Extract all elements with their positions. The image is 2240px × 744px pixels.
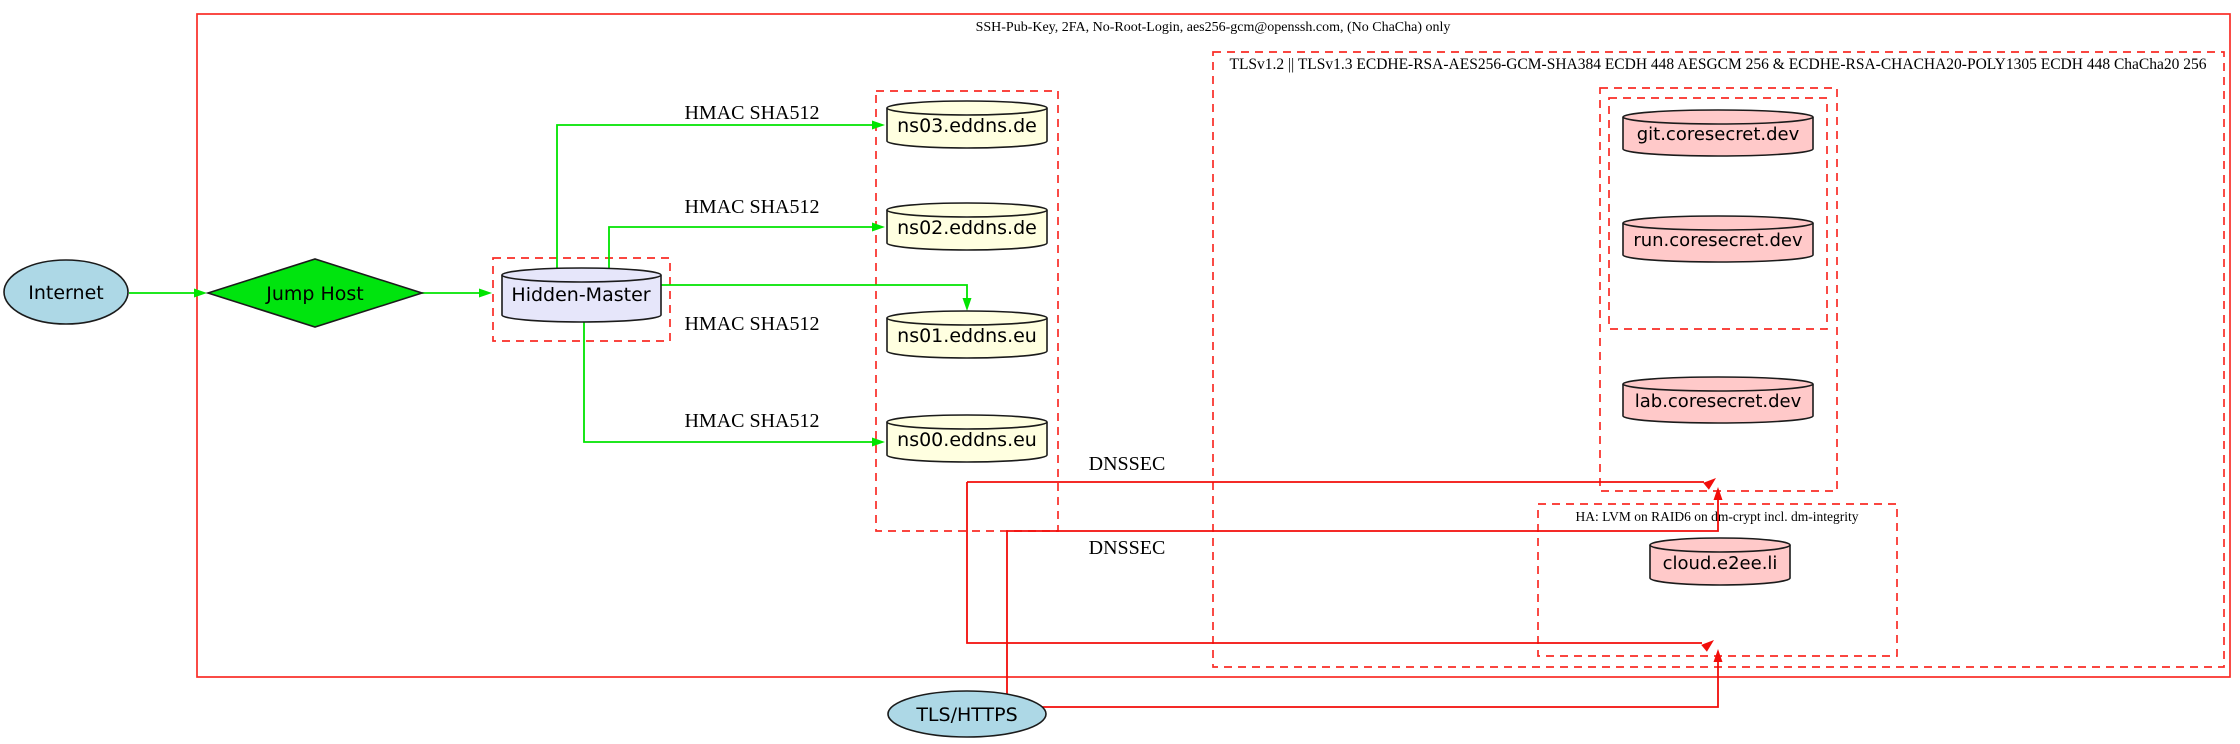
edge-internet-jumphost xyxy=(129,288,207,298)
arrowhead-right-icon xyxy=(479,288,492,298)
edge-tlshttps-ha-cluster xyxy=(1042,649,1723,708)
dnssec-label-1: DNSSEC xyxy=(1089,453,1166,475)
cloud-node-label: cloud.e2ee.li xyxy=(1663,553,1778,574)
internet-node: Internet xyxy=(3,259,129,325)
arrowhead-upright-icon xyxy=(1701,640,1714,652)
ns03-node-label: ns03.eddns.de xyxy=(897,115,1037,137)
ns02-node-label: ns02.eddns.de xyxy=(897,217,1037,239)
git-node: git.coresecret.dev xyxy=(1622,109,1814,157)
hmac-label-1: HMAC SHA512 xyxy=(684,102,819,124)
git-node-label: git.coresecret.dev xyxy=(1637,124,1800,145)
tls-https-node-label: TLS/HTTPS xyxy=(915,704,1017,726)
tls-cluster-label: TLSv1.2 || TLSv1.3 ECDHE-RSA-AES256-GCM-… xyxy=(1229,56,2206,73)
edge-hiddenmaster-ns03 xyxy=(556,120,885,270)
edge-hiddenmaster-ns02 xyxy=(608,222,885,270)
ns00-node-label: ns00.eddns.eu xyxy=(897,429,1037,451)
dnssec-label-2: DNSSEC xyxy=(1089,537,1166,559)
edge-jumphost-hiddenmaster xyxy=(422,288,492,298)
internet-node-label: Internet xyxy=(28,282,103,304)
hmac-label-2: HMAC SHA512 xyxy=(684,196,819,218)
cloud-node: cloud.e2ee.li xyxy=(1649,537,1791,586)
arrowhead-right-icon xyxy=(872,222,885,232)
lab-node-label: lab.coresecret.dev xyxy=(1635,391,1802,412)
ns03-node: ns03.eddns.de xyxy=(886,100,1048,149)
run-node: run.coresecret.dev xyxy=(1622,215,1814,263)
lab-node: lab.coresecret.dev xyxy=(1622,376,1814,424)
edge-hiddenmaster-ns01 xyxy=(661,284,972,311)
edge-tlshttps-lab-cluster xyxy=(1006,487,1723,694)
arrowhead-up-icon xyxy=(1713,649,1723,662)
edge-dnssec-ha-cluster xyxy=(966,482,1714,652)
arrowhead-right-icon xyxy=(194,288,207,298)
ns00-node: ns00.eddns.eu xyxy=(886,414,1048,463)
jump-host-node: Jump Host xyxy=(205,258,425,328)
hidden-master-node-label: Hidden-Master xyxy=(511,284,650,306)
hmac-label-3: HMAC SHA512 xyxy=(684,313,819,335)
edge-dnssec-lab-cluster xyxy=(967,478,1716,490)
ssh-cluster-label: SSH-Pub-Key, 2FA, No-Root-Login, aes256-… xyxy=(976,20,1451,35)
ns02-node: ns02.eddns.de xyxy=(886,202,1048,251)
hmac-label-4: HMAC SHA512 xyxy=(684,410,819,432)
ns01-node: ns01.eddns.eu xyxy=(886,310,1048,359)
tls-https-node: TLS/HTTPS xyxy=(887,690,1047,738)
ssh-cluster-box xyxy=(196,13,2231,678)
arrowhead-right-icon xyxy=(872,437,885,447)
arrowhead-down-icon xyxy=(962,298,972,311)
arrowhead-upright-icon xyxy=(1703,478,1716,490)
hidden-master-cluster-box xyxy=(492,257,671,342)
ns01-node-label: ns01.eddns.eu xyxy=(897,325,1037,347)
jump-host-node-label: Jump Host xyxy=(265,283,364,305)
dns-cluster-box xyxy=(875,90,1059,532)
hidden-master-node: Hidden-Master xyxy=(501,267,662,323)
arrowhead-up-icon xyxy=(1713,487,1723,500)
run-node-label: run.coresecret.dev xyxy=(1633,230,1803,251)
edge-hiddenmaster-ns00 xyxy=(583,322,885,447)
arrowhead-right-icon xyxy=(872,120,885,130)
